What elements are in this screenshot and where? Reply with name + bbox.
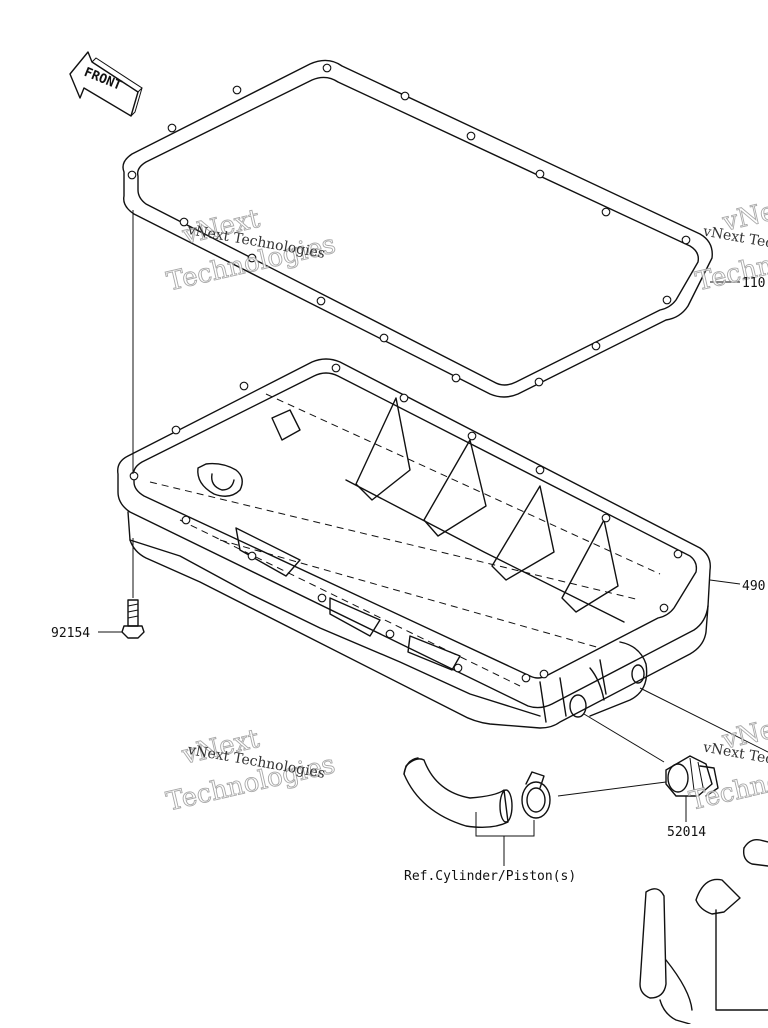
- breather-hose: [403, 757, 667, 866]
- part-label-bolt: 92154: [51, 626, 90, 641]
- reference-label: Ref.Cylinder/Piston(s): [404, 869, 576, 884]
- oil-pan: [117, 358, 711, 729]
- front-arrow-icon: FRONT: [69, 51, 143, 117]
- gasket-bolt-holes: [127, 63, 691, 387]
- oil-pan-gasket: [122, 59, 713, 398]
- watermark: vNext Technologies vNext Technologies vN…: [163, 190, 768, 818]
- fitting-52014: [583, 713, 719, 822]
- part-label-fitting: 52014: [667, 825, 706, 840]
- oil-pan-bolt-holes: [129, 363, 683, 683]
- partial-parts-right: [639, 281, 768, 1025]
- part-label-gasket: 110: [742, 276, 765, 291]
- part-label-pan: 490: [742, 579, 765, 594]
- bolt-92154: [98, 210, 145, 639]
